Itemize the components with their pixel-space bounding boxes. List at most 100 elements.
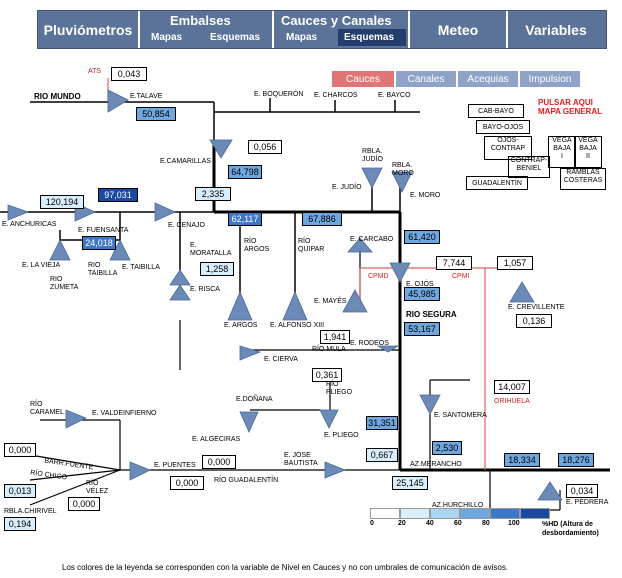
rodeos-icon — [376, 345, 400, 353]
zone-cab-bayo[interactable]: CAB-BAYO — [468, 104, 524, 118]
rio-quipar-label: RÍO QUIPAR — [298, 238, 325, 253]
risca-icon — [169, 284, 191, 301]
moratalla-label: E. MORATALLA — [190, 242, 232, 257]
rio-taibilla-label: RIO TAIBILLA — [88, 262, 118, 277]
legend-tick-20: 20 — [398, 520, 406, 527]
zone-contrap-beniel[interactable]: CONTRAP- BENIEL — [508, 156, 550, 178]
legend-tick-60: 60 — [454, 520, 462, 527]
nav-cauces-esquemas[interactable]: Esquemas — [344, 32, 395, 43]
legend-swatch — [460, 508, 490, 519]
santomera-icon — [419, 394, 441, 415]
anchuricas-icon — [7, 204, 30, 221]
nav-separator — [408, 11, 410, 48]
merancho-value-1: 18,334 — [504, 453, 540, 467]
algeciras-icon — [239, 411, 259, 433]
rio-segura-label: RIO SEGURA — [406, 310, 457, 319]
merancho-label: AZ.MERANCHO — [410, 461, 462, 468]
nav-variables[interactable]: Variables — [525, 21, 587, 38]
merancho-value-3: 25,145 — [392, 476, 428, 490]
tab-acequias[interactable]: Acequias — [458, 71, 518, 87]
barr-fuente-value: 0,000 — [4, 443, 36, 457]
legend: 0 20 40 60 80 100 %HD (Altura de desbord… — [370, 508, 618, 552]
ojos-label: E. OJÓS — [406, 281, 434, 288]
crevillente-value-2: 0,136 — [516, 314, 552, 328]
santomera-value: 2,530 — [432, 441, 462, 455]
cierva-icon — [239, 345, 262, 361]
legend-swatch — [520, 508, 550, 519]
la-vieja-label: E. LA VIEJA — [22, 262, 61, 269]
donana-label: E.DOÑANA — [236, 396, 273, 403]
argos-icon — [227, 290, 253, 321]
legend-swatch — [490, 508, 520, 519]
la-vieja-icon — [49, 239, 71, 261]
taibilla-label: E. TAIBILLA — [122, 264, 160, 271]
e-moro-label: E. MORO — [410, 192, 441, 199]
tab-canales[interactable]: Canales — [396, 71, 456, 87]
nav-cauces-mapas[interactable]: Mapas — [286, 32, 318, 43]
pliego-value: 31,351 — [366, 416, 398, 430]
cpmd-label: CPMD — [368, 273, 389, 280]
ats-label: ATS — [88, 68, 102, 75]
rio-argos-label: RÍO ARGOS — [244, 238, 270, 253]
map-general-widget[interactable]: PULSAR AQUI MAPA GENERAL CAB-BAYO BAYO-O… — [462, 98, 608, 194]
bayco-label: E. BAYCO — [378, 92, 411, 99]
camarillas-icon — [209, 139, 233, 159]
alfonso-icon — [282, 290, 308, 321]
cierva-value: 0,361 — [312, 368, 342, 382]
ojos-value-2: 45,985 — [404, 287, 440, 301]
rio-mula-label: RÍO MULA — [312, 346, 346, 353]
zone-vega-baja-1[interactable]: VEGA BAJA I — [548, 136, 576, 168]
anchuricas-label: E. ANCHURICAS — [2, 221, 57, 228]
tab-impulsion[interactable]: Impulsion — [520, 71, 580, 87]
talave-value: 50,854 — [136, 107, 176, 121]
cierva-label: E. CIERVA — [264, 356, 298, 363]
top-nav: Pluviómetros Embalses Mapas Esquemas Cau… — [37, 10, 607, 49]
rio-mundo-label: RIO MUNDO — [34, 92, 81, 101]
camarillas-label: E.CAMARILLAS — [160, 158, 211, 165]
risca-label: E. RISCA — [190, 286, 220, 293]
legend-swatch — [370, 508, 400, 519]
legend-tick-0: 0 — [370, 520, 374, 527]
nav-embalses-esquemas[interactable]: Esquemas — [210, 32, 261, 43]
camarillas-value-2: 64,798 — [228, 165, 262, 179]
ojos-value-1: 7,744 — [436, 256, 472, 270]
legend-tick-40: 40 — [426, 520, 434, 527]
nav-embalses-mapas[interactable]: Mapas — [151, 32, 183, 43]
nav-meteo[interactable]: Meteo — [437, 21, 479, 38]
carcabo-icon — [347, 237, 373, 253]
nav-cauces-label: Cauces y Canales — [281, 13, 392, 28]
camarillas-value-1: 0,056 — [248, 140, 282, 154]
zumeta-label: RIO ZUMETA — [50, 276, 79, 291]
nav-separator — [506, 11, 508, 48]
tab-cauces[interactable]: Cauces — [332, 71, 394, 87]
moratalla-value: 1,258 — [200, 262, 234, 276]
legend-swatch — [400, 508, 430, 519]
crevillente-value-1: 1,057 — [497, 256, 533, 270]
moro-rbla-label: RBLA. MORO — [392, 162, 414, 177]
pedrera-icon — [537, 481, 563, 501]
jose-bautista-label: E. JOSE BAUTISTA — [284, 452, 318, 467]
nav-pluviometros[interactable]: Pluviómetros — [43, 21, 133, 38]
cenajo-value-2: 62,117 — [228, 212, 262, 226]
carcabo-value: 61,420 — [404, 230, 440, 244]
zone-vega-baja-2[interactable]: VEGA BAJA II — [574, 136, 602, 168]
moratalla-icon — [169, 269, 191, 286]
e-judio-label: E. JUDÍO — [332, 184, 362, 191]
legend-colorbar — [370, 508, 550, 519]
judio-icon — [361, 167, 383, 189]
anchuricas-value: 120,194 — [40, 195, 84, 209]
orihuela-label: ORIHUELA — [494, 398, 530, 405]
mayes-icon — [342, 289, 368, 313]
santomera-label: E. SANTOMERA — [434, 412, 487, 419]
mayes-label: E. MAYÉS — [314, 298, 347, 305]
pliego-icon — [319, 409, 339, 429]
hurchillo-label: AZ.HURCHILLO — [432, 502, 484, 509]
puentes-value-2: 0,000 — [170, 476, 204, 490]
map-general-hint[interactable]: PULSAR AQUI MAPA GENERAL — [538, 98, 602, 116]
zone-guadalentin[interactable]: GUADALENTÍN — [466, 176, 528, 190]
puentes-icon — [129, 461, 151, 481]
zone-ramblas-costeras[interactable]: RAMBLAS COSTERAS — [560, 168, 606, 190]
zone-bayo-ojos[interactable]: BAYO-OJOS — [476, 120, 530, 134]
chirivel-label: RBLA.CHIRIVEL — [4, 508, 57, 515]
